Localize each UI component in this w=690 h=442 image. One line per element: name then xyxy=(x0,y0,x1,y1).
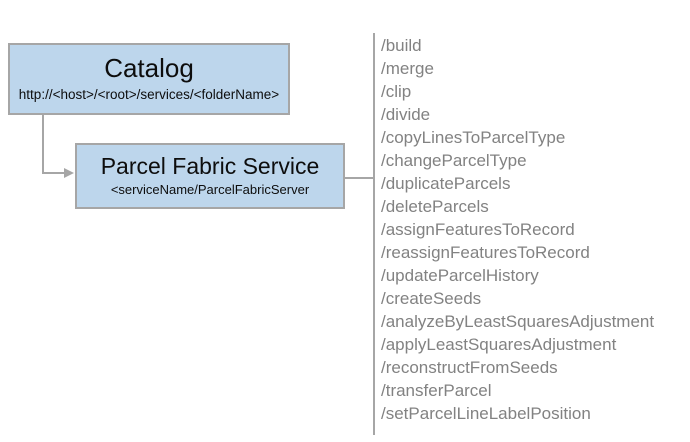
catalog-title: Catalog xyxy=(104,53,194,83)
catalog-node: Catalog http://<host>/<root>/services/<f… xyxy=(8,43,290,115)
catalog-url: http://<host>/<root>/services/<folderNam… xyxy=(18,87,280,102)
connector-service-to-endpoints xyxy=(345,177,373,179)
connector-elbow-vertical xyxy=(42,115,44,174)
endpoint-item: /reconstructFromSeeds xyxy=(381,358,558,377)
endpoint-item: /divide xyxy=(381,105,431,124)
endpoint-item: /updateParcelHistory xyxy=(381,266,539,285)
endpoint-item: /duplicateParcels xyxy=(381,174,511,193)
endpoint-item: /changeParcelType xyxy=(381,151,527,170)
endpoint-item: /copyLinesToParcelType xyxy=(381,128,566,147)
endpoint-list-rule xyxy=(373,33,375,435)
service-title: Parcel Fabric Service xyxy=(100,153,320,179)
connector-arrowhead-icon xyxy=(64,168,74,178)
endpoint-item: /deleteParcels xyxy=(381,197,489,216)
connector-elbow-horizontal xyxy=(42,172,65,174)
parcel-fabric-service-node: Parcel Fabric Service <serviceName/Parce… xyxy=(75,143,345,209)
endpoint-item: /createSeeds xyxy=(381,289,482,308)
endpoint-item: /build xyxy=(381,36,422,55)
endpoint-item: /setParcelLineLabelPosition xyxy=(381,404,591,423)
endpoint-item: /applyLeastSquaresAdjustment xyxy=(381,335,617,354)
endpoint-item: /merge xyxy=(381,59,434,78)
endpoint-item: /assignFeaturesToRecord xyxy=(381,220,575,239)
endpoint-item: /analyzeByLeastSquaresAdjustment xyxy=(381,312,655,331)
service-subtitle: <serviceName/ParcelFabricServer xyxy=(110,182,310,197)
endpoint-item: /transferParcel xyxy=(381,381,492,400)
endpoint-item: /reassignFeaturesToRecord xyxy=(381,243,590,262)
endpoint-list: /build /merge /clip /divide /copyLinesTo… xyxy=(381,34,654,425)
endpoint-item: /clip xyxy=(381,82,412,101)
